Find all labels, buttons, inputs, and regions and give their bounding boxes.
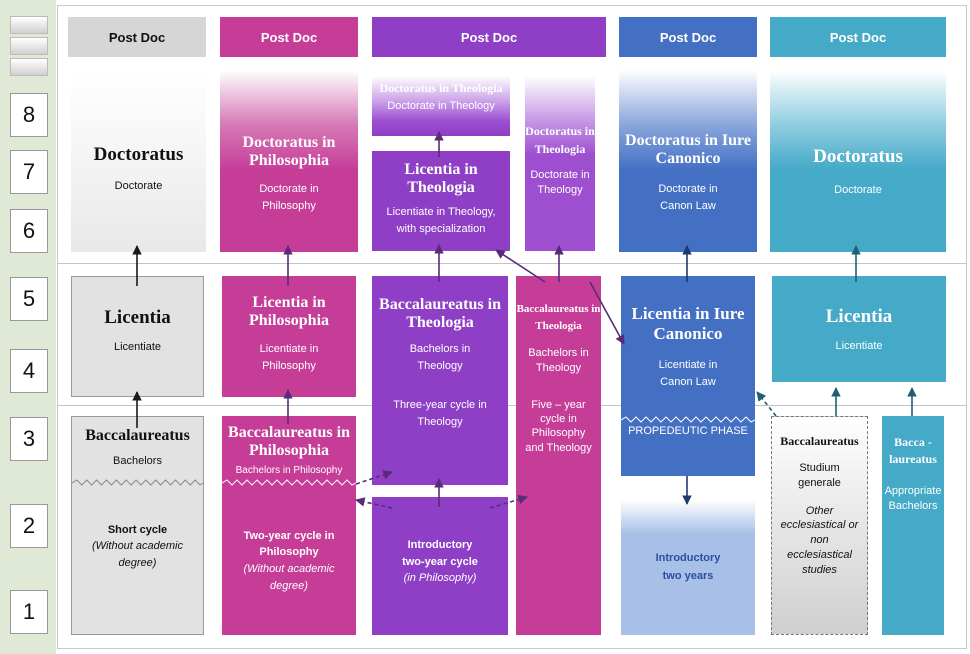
col3-doc-title: Doctoratus in Theologia [379,81,503,95]
col5-baccalaureatus: Bacca - laureatus Appropriate Bachelors [882,416,944,635]
col4-doctoratus: Doctoratus in Iure Canonico Doctorate in… [619,70,757,252]
col5-lic-title: Licentia [825,306,893,327]
level-7: 7 [10,150,48,194]
col5-bacca-title: Bacca - laureatus [889,435,937,466]
level-8: 8 [10,93,48,137]
header-col3: Post Doc [372,17,606,57]
col3-introductory: Introductory two-year cycle (in Philosop… [372,497,508,635]
col3-bac-sub: Bachelors in Theology [409,342,471,372]
diagram-frame [57,5,967,649]
col4-lic-title: Licentia in Iure Canonico [631,304,745,343]
col2-two-sub: (Without academic degree) [243,562,335,592]
col1-zigzag [72,479,203,486]
header-col1: Post Doc [68,17,206,57]
col1-bac-title: Baccalaureatus [85,427,190,444]
col5-bac-title: Baccalaureatus [780,434,859,448]
col3-baccalaureatus: Baccalaureatus in Theologia Bachelors in… [372,276,508,485]
col3b-bac-title: Baccalaureatus in Theologia [516,303,601,332]
col2-doc-title: Doctoratus in Philosophia [242,134,336,170]
col1-doctoratus-sub: Doctorate [114,179,163,192]
col3-bac-title: Baccalaureatus in Theologia [379,296,501,332]
col1-licentia-title: Licentia [104,307,171,328]
col5-lic-sub: Licentiate [835,339,883,352]
arrow-col5-to-col4-dashed [756,391,777,417]
col2-bac-sub: Bachelors in Philosophy [235,464,343,476]
col5-licentia: Licentia Licentiate [772,276,946,382]
col4-doc-title: Doctoratus in Iure Canonico [625,132,751,168]
col5-other-studies: Other ecclesiastical or non ecclesiastic… [780,504,859,576]
col2-doctoratus: Doctoratus in Philosophia Doctorate in P… [220,70,358,252]
header-col4: Post Doc [619,17,757,57]
col4-licentia: Licentia in Iure Canonico Licentiate in … [621,276,755,476]
col1-short-title: Short cycle [107,524,168,537]
col3b-doc-title: Doctoratus in Theologia [525,124,595,156]
level-divider-lower [57,405,967,406]
level-6: 6 [10,209,48,253]
col3b-baccalaureatus: Baccalaureatus in Theologia Bachelors in… [516,276,601,635]
level-divider-upper [57,263,967,264]
col3-intro-title: Introductory two-year cycle [402,539,478,568]
col1-short-sub: (Without academic degree) [92,540,183,570]
col2-licentia: Licentia in Philosophia Licentiate in Ph… [222,276,356,397]
arrow-col3b-to-col4-lic [589,281,625,345]
col1-baccalaureatus: Baccalaureatus Bachelors Short cycle (Wi… [71,416,204,635]
level-blank-1 [10,16,48,34]
col4-lic-sub: Licentiate in Canon Law [658,359,718,389]
arrow-col3b-to-col3-lic [495,249,546,283]
col5-studium: Studium generale [798,461,841,490]
col2-doc-sub: Doctorate in Philosophy [259,182,319,212]
arrow-col3-to-col2-dashed [355,497,393,509]
col3-doc-sub: Doctorate in Theology [387,99,495,112]
col1-bac-sub: Bachelors [113,455,162,468]
level-blank-3 [10,58,48,76]
level-5: 5 [10,277,48,321]
col3-lic-sub: Licentiate in Theology, with specializat… [386,205,496,235]
col5-doc-sub: Doctorate [834,183,882,196]
col3-intro-sub: (in Philosophy) [403,572,477,584]
col2-bac-title: Baccalaureatus in Philosophia [228,424,350,460]
col5-doctoratus: Doctoratus Doctorate [770,70,946,252]
col2-lic-title: Licentia in Philosophia [248,294,330,330]
arrow-col2-to-col3-dashed [355,470,393,485]
col1-doctoratus-title: Doctoratus [93,144,184,165]
col3b-doctoratus: Doctoratus in Theologia Doctorate in The… [525,76,595,251]
header-col2: Post Doc [220,17,358,57]
col2-baccalaureatus: Baccalaureatus in Philosophia Bachelors … [222,416,356,635]
col3b-bac-sub: Bachelors in Theology [528,347,589,374]
col1-licentia-sub: Licentiate [113,340,162,353]
col2-lic-sub: Licentiate in Philosophy [259,342,319,372]
arrow-col3-to-col3b-dashed [489,494,528,509]
level-blank-2 [10,37,48,55]
level-4: 4 [10,349,48,393]
col2-two-title: Two-year cycle in Philosophy [243,529,335,559]
col4-introductory: Introductory two years [621,500,755,635]
col3-lic-title: Licentia in Theologia [404,161,478,197]
col3b-doc-sub: Doctorate in Theology [530,169,590,196]
header-col5: Post Doc [770,17,946,57]
col5-doc-title: Doctoratus [813,146,903,167]
col4-propedeutic: PROPEDEUTIC PHASE [628,425,748,438]
col3b-five-cycle: Five – year cycle in Philosophy and Theo… [525,398,592,454]
col3-licentia: Licentia in Theologia Licentiate in Theo… [372,151,510,251]
col3-doctoratus: Doctoratus in Theologia Doctorate in The… [372,76,510,136]
col4-intro-text: Introductory two years [655,552,721,582]
level-1: 1 [10,590,48,634]
col5-baccalaureatus-other: Baccalaureatus Studium generale Other ec… [771,416,868,635]
level-3: 3 [10,417,48,461]
col2-zigzag [222,479,356,486]
level-2: 2 [10,504,48,548]
col4-doc-sub: Doctorate in Canon Law [658,182,718,212]
col3-three-cycle: Three-year cycle in Theology [393,398,487,428]
col4-zigzag [621,416,755,423]
col5-bacca-sub: Appropriate Bachelors [884,484,942,512]
col1-doctoratus: Doctoratus Doctorate [71,70,206,252]
